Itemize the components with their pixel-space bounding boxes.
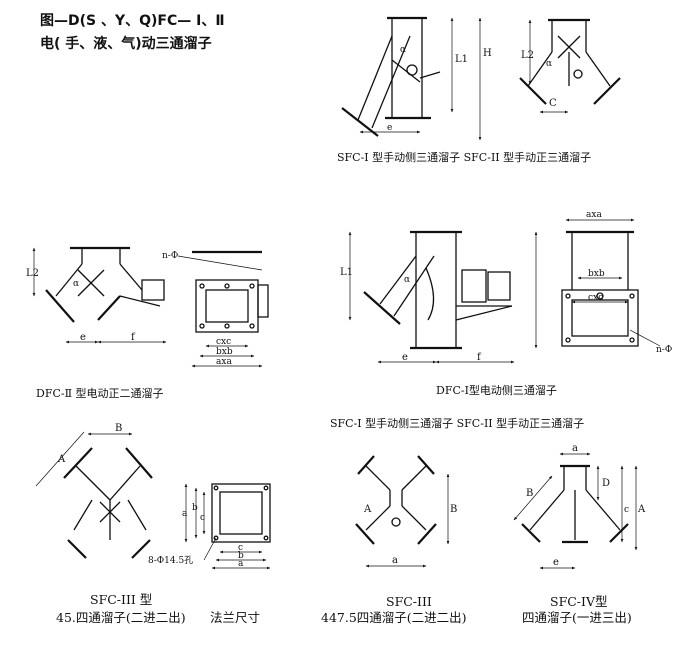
- caption-sfc3-model: SFC-III 型: [90, 592, 153, 607]
- sheet-title-line2: 电( 手、液、气)动三通溜子: [40, 36, 212, 52]
- dfc2-cxc-label: cxc: [216, 337, 231, 347]
- caption-dfc2: DFC-Ⅱ 型电动正二通溜子: [36, 387, 164, 400]
- sfc2-c-label: C: [549, 98, 557, 109]
- dfc2-l2-label: L2: [26, 268, 39, 279]
- dfc2-f-label: f: [131, 332, 136, 343]
- caption-sfc3-desc: 45.四通溜子(二进二出): [56, 610, 186, 625]
- dfc2-flange-view: cxc bxb axa n-Φ: [162, 250, 269, 368]
- sfc3b-b-label: B: [450, 504, 457, 515]
- flange-a-v-label: a: [182, 509, 188, 519]
- flange-c-v-label: c: [200, 513, 205, 523]
- dfc2-e-label: e: [80, 332, 86, 343]
- sheet-title-line1: 图—D(S 、Y、Q)FC— Ⅰ、Ⅱ: [40, 13, 225, 29]
- sfc3-a-label: A: [57, 454, 66, 465]
- sfc3b-capA-label: A: [363, 504, 372, 515]
- sfc4-a-label: a: [572, 443, 578, 454]
- sfc1-e-label: e: [387, 123, 392, 133]
- sfc4-drawing: a D c A B e: [513, 443, 646, 570]
- sfc4-c-label: c: [624, 505, 629, 515]
- sfc3-drawing: B A: [35, 423, 153, 559]
- caption-sfc4-desc: 四通溜子(一进三出): [522, 610, 632, 625]
- sfc4-capA-label: A: [637, 504, 646, 515]
- flange-b-v-label: b: [192, 503, 198, 513]
- dfc2-drawing: L2 e f α: [26, 246, 167, 344]
- sfc2-drawing: L2 C α: [519, 18, 621, 114]
- dfc1-f-label: f: [477, 352, 482, 363]
- sfc4-e-label: e: [553, 557, 559, 568]
- caption-sfc4-model: SFC-IV型: [550, 594, 608, 609]
- sfc1-drawing: L1 H e α: [341, 16, 492, 141]
- dfc2-axa-label: axa: [216, 357, 232, 367]
- sfc4-b-label: B: [526, 488, 533, 499]
- sfc3-b-label: B: [115, 423, 122, 434]
- dfc1-flange-view: axa bxb cxc n-Φ: [561, 210, 672, 355]
- sfc2-alpha-label: α: [546, 59, 552, 69]
- flange-a-h-label: a: [238, 559, 244, 569]
- dfc2-bxb-label: bxb: [216, 347, 233, 357]
- sfc3b-drawing: B a A: [355, 455, 457, 568]
- caption-mid-bottom: SFC-I 型手动侧三通溜子 SFC-II 型手动正三通溜子: [330, 417, 585, 430]
- sfc2-l2-label: L2: [521, 50, 534, 61]
- sfc1-h-label: H: [483, 48, 492, 59]
- dfc2-nphi-label: n-Φ: [162, 251, 178, 261]
- sfc1-l1-label: L1: [455, 54, 468, 65]
- dfc1-drawing: L1 e f α: [340, 230, 538, 364]
- caption-dfc1: DFC-Ⅰ型电动侧三通溜子: [436, 384, 557, 397]
- sfc1-alpha-label: α: [400, 45, 406, 55]
- caption-sfc3b-model: SFC-III: [386, 594, 432, 609]
- dfc1-e-label: e: [402, 352, 408, 363]
- dfc2-alpha-label: α: [73, 279, 79, 289]
- sfc3b-a-label: a: [392, 555, 398, 566]
- sfc4-d-label: D: [602, 478, 610, 489]
- caption-sfc3b-desc: 447.5四通溜子(二进二出): [321, 610, 467, 625]
- dfc1-cxc-label: cxc: [588, 293, 603, 303]
- flange-b-h-label: b: [238, 551, 244, 561]
- flange-holes-label: 8-Φ14.5孔: [148, 555, 193, 566]
- flange-c-h-label: c: [238, 543, 243, 553]
- dfc1-bxb-label: bxb: [588, 269, 605, 279]
- caption-top-right: SFC-I 型手动侧三通溜子 SFC-II 型手动正三通溜子: [337, 151, 592, 164]
- flange-size-drawing: a b c c b a 8-Φ14.5孔: [148, 483, 271, 570]
- caption-flange: 法兰尺寸: [210, 610, 261, 625]
- dfc1-alpha-label: α: [404, 275, 410, 285]
- dfc1-nphi-label: n-Φ: [656, 345, 672, 355]
- dfc1-l1-label: L1: [340, 267, 353, 278]
- dfc1-axa-label: axa: [586, 210, 602, 220]
